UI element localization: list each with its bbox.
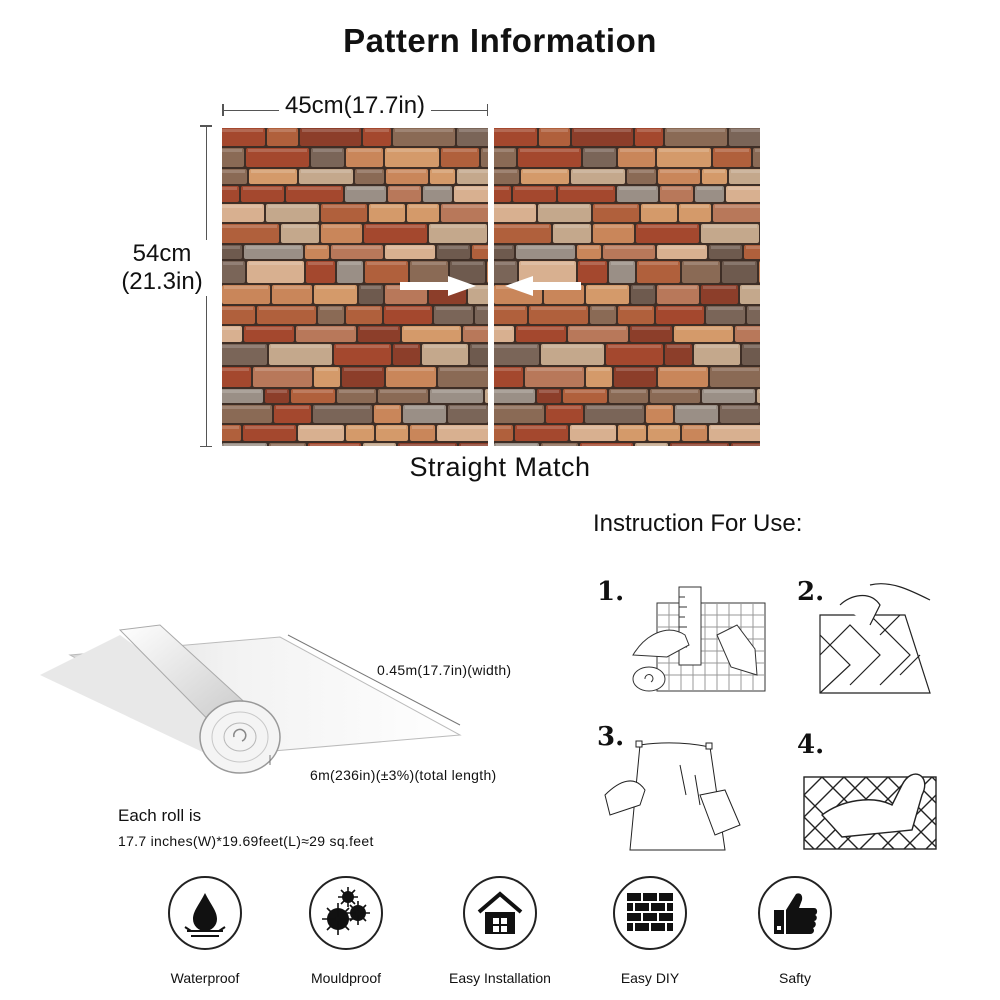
feature-waterproof: Waterproof bbox=[135, 876, 275, 986]
step-1-number: 1. bbox=[597, 577, 625, 607]
height-label-cm: 54cm bbox=[132, 240, 192, 267]
arrow-left-icon bbox=[505, 276, 581, 296]
coverage-text: 17.7 inches(W)*19.69feet(L)≈29 sq.feet bbox=[118, 833, 374, 849]
page-title: Pattern Information bbox=[343, 22, 657, 59]
arrow-right-icon bbox=[400, 276, 476, 296]
brick-wall-icon bbox=[627, 893, 673, 931]
mould-icon bbox=[322, 887, 370, 935]
step-2-peel-illustration bbox=[819, 583, 931, 694]
feature-label-safety: Safty bbox=[779, 970, 811, 986]
height-label-in: (21.3in) bbox=[121, 268, 203, 295]
thumbs-up-icon bbox=[774, 893, 818, 934]
water-drop-icon bbox=[184, 893, 226, 937]
step-4-smooth-illustration bbox=[803, 773, 937, 850]
width-label: 45cm(17.7in) bbox=[278, 92, 432, 119]
feature-label-easy-diy: Easy DIY bbox=[620, 970, 680, 986]
height-label: 54cm (21.3in) bbox=[112, 240, 212, 296]
feature-label-mouldproof: Mouldproof bbox=[310, 970, 382, 986]
step-4-number: 4. bbox=[797, 730, 825, 760]
feature-label-easy-installation: Easy Installation bbox=[449, 970, 551, 986]
feature-mouldproof: Mouldproof bbox=[276, 876, 416, 986]
step-1-measure-cut-illustration bbox=[632, 586, 766, 692]
width-dimension: 45cm(17.7in) bbox=[222, 92, 488, 122]
stone-wall-tile-right bbox=[494, 128, 760, 446]
match-caption: Straight Match bbox=[409, 452, 591, 482]
feature-label-waterproof: Waterproof bbox=[170, 970, 240, 986]
feature-safety: Safty bbox=[725, 876, 865, 986]
instructions-title: Instruction For Use: bbox=[593, 510, 803, 537]
step-3-apply-illustration bbox=[604, 740, 741, 851]
house-icon bbox=[477, 891, 523, 934]
step-3-number: 3. bbox=[597, 722, 625, 752]
each-roll-text: Each roll is bbox=[118, 806, 202, 825]
wallpaper-roll-illustration bbox=[40, 624, 462, 774]
feature-easy-installation: Easy Installation bbox=[430, 876, 570, 986]
roll-width-text: 0.45m(17.7in)(width) bbox=[377, 662, 512, 678]
feature-easy-diy: Easy DIY bbox=[580, 876, 720, 986]
step-2-number: 2. bbox=[797, 577, 825, 607]
roll-length-text: 6m(236in)(±3%)(total length) bbox=[310, 767, 497, 783]
